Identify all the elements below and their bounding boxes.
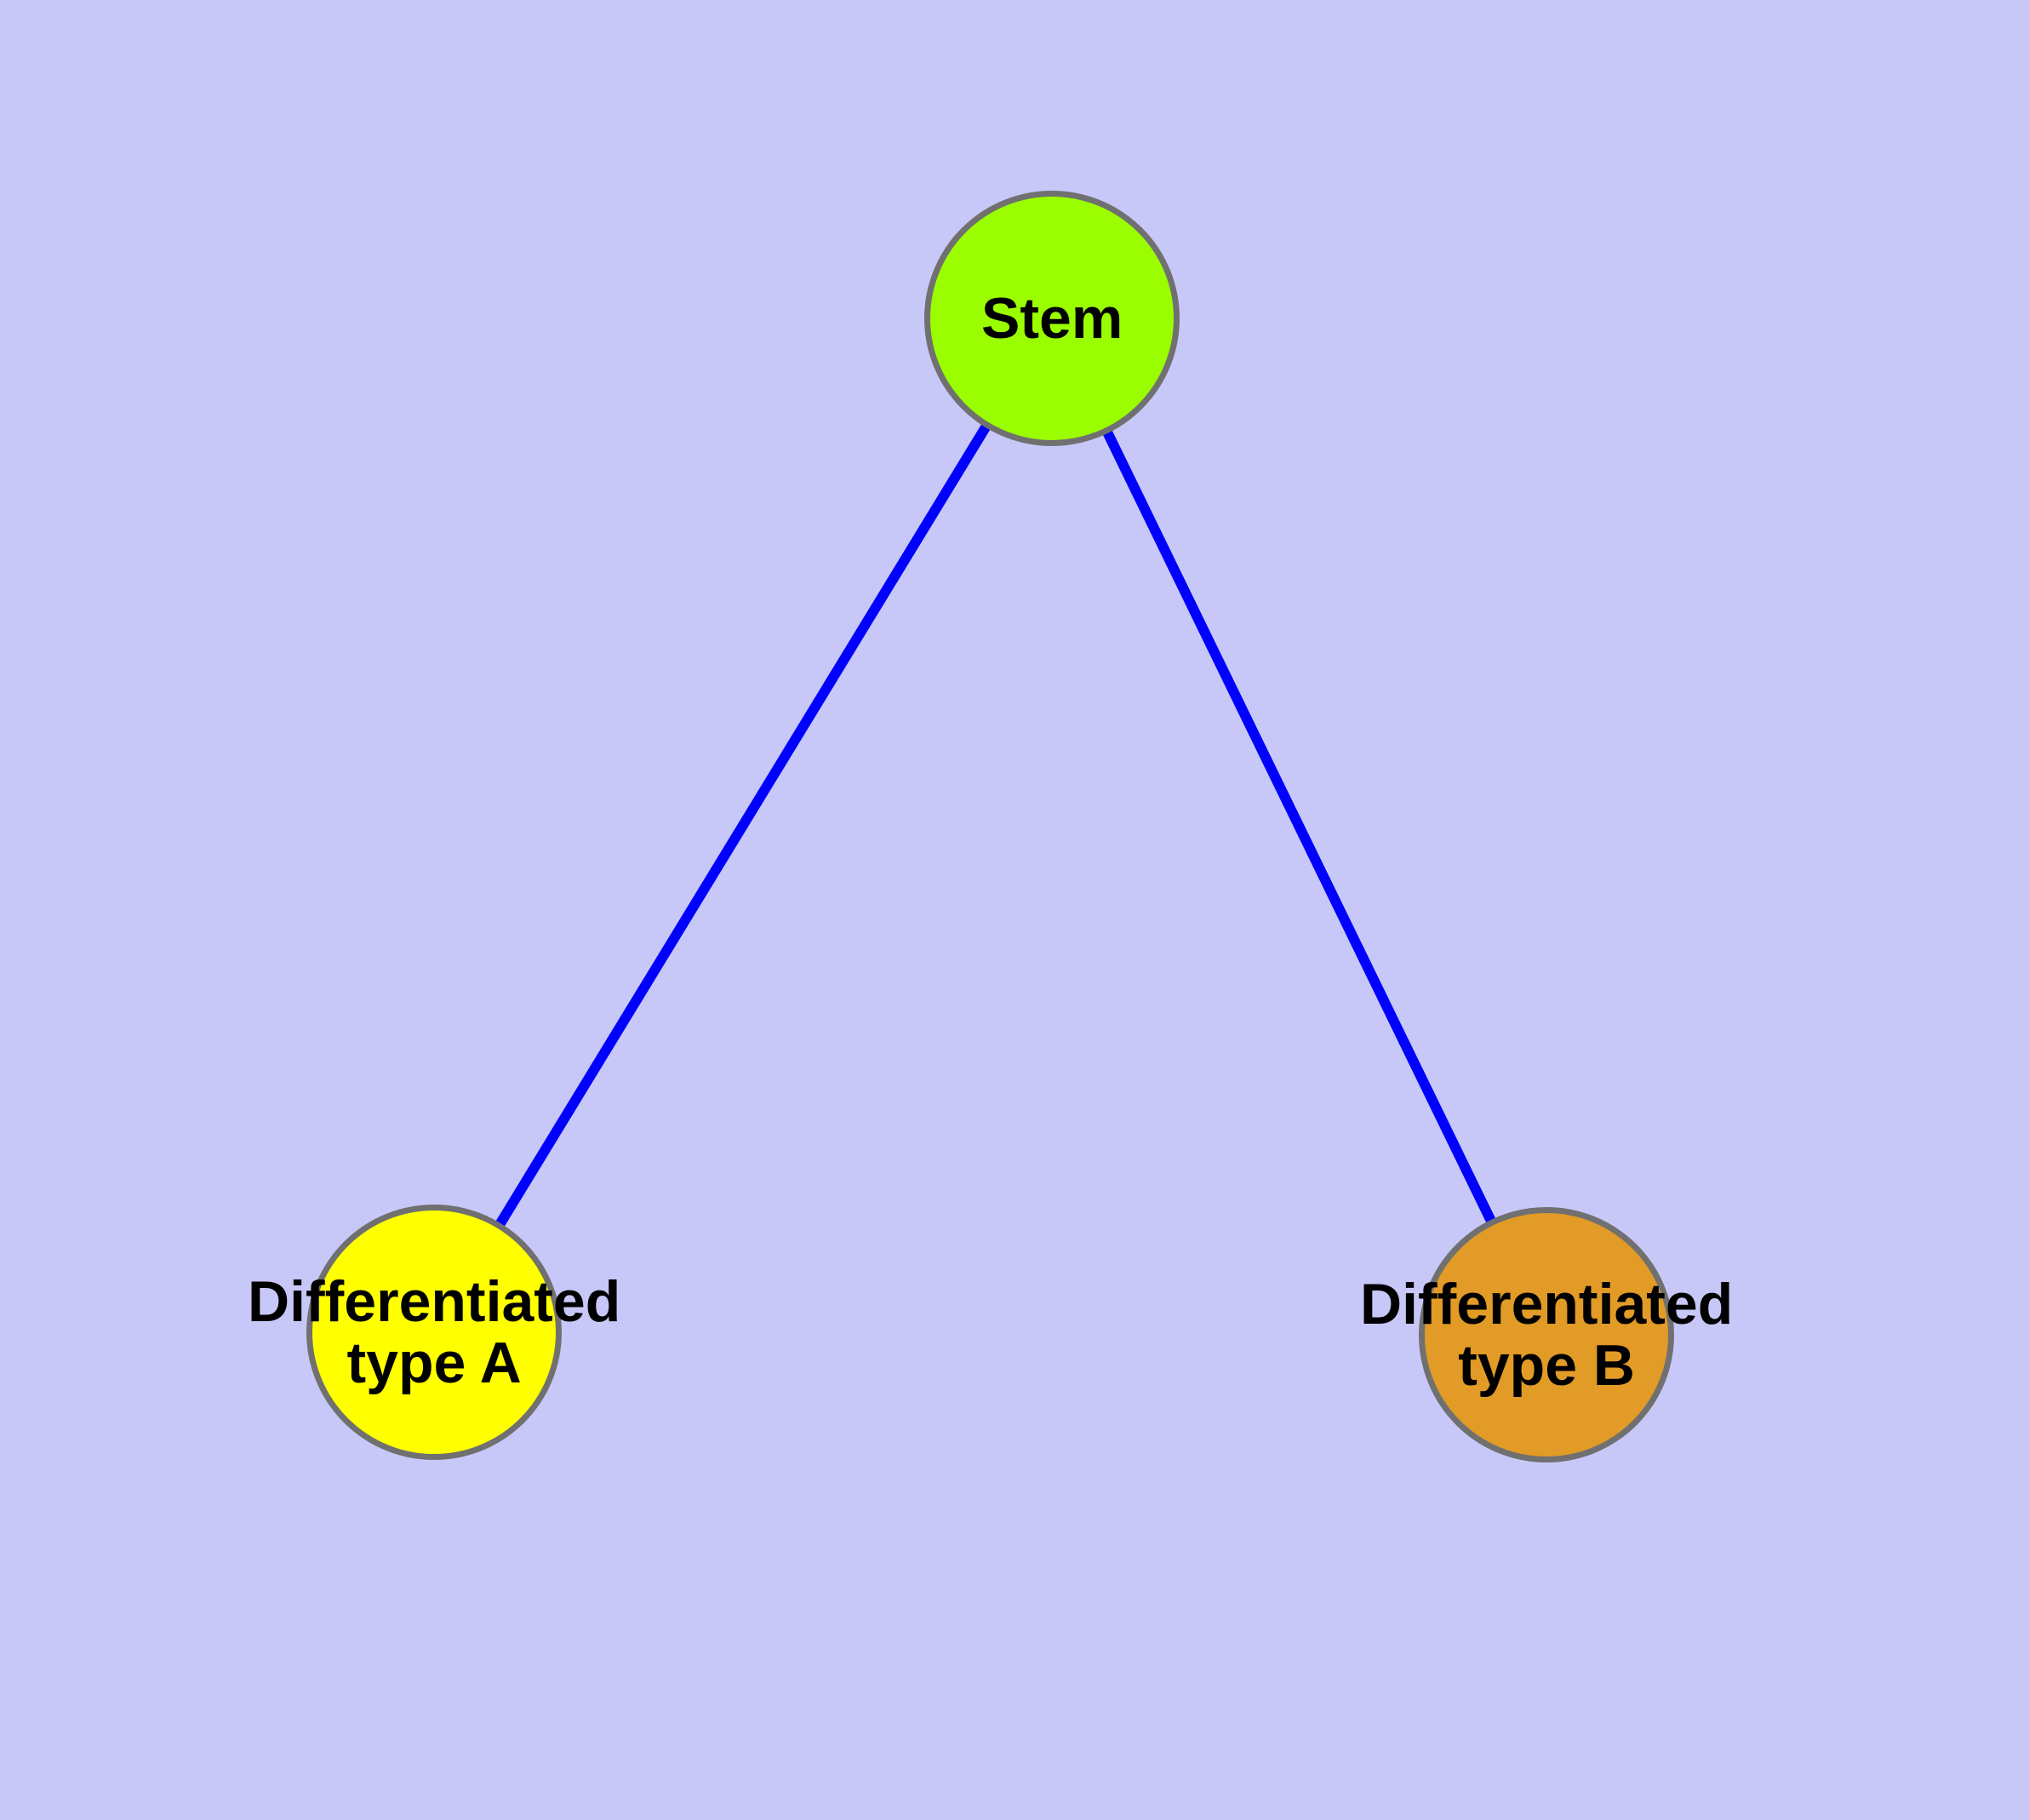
- node-layer: [306, 191, 1674, 1462]
- graph-node-stem[interactable]: [924, 191, 1180, 446]
- graph-edge-stem-to-diff-b[interactable]: [1100, 426, 1498, 1228]
- graph-node-diff-b[interactable]: [1419, 1207, 1674, 1462]
- graph-edge-stem-to-diff-a[interactable]: [493, 420, 993, 1231]
- edge-layer: [493, 420, 1498, 1231]
- graph-node-diff-a[interactable]: [306, 1205, 562, 1460]
